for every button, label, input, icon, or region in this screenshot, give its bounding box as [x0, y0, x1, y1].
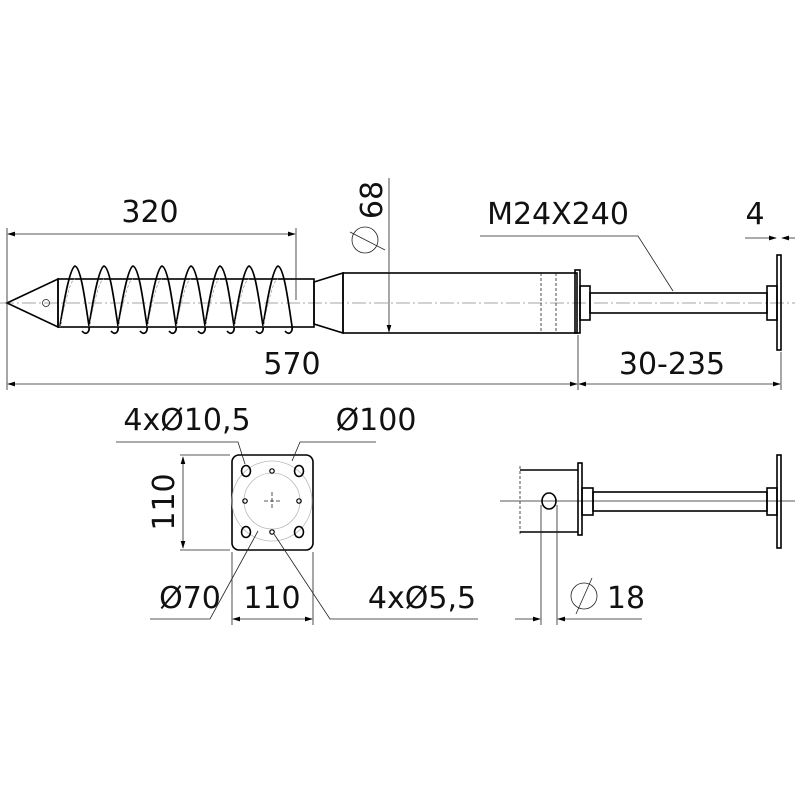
side-view: 18 — [500, 454, 795, 625]
diameter-symbol-slash — [349, 231, 386, 251]
top-plate — [776, 254, 782, 351]
dim-screw-length: 320 — [121, 195, 178, 230]
tip-hole — [42, 299, 50, 307]
small-holes — [242, 468, 302, 535]
helix-hidden-edge — [204, 278, 221, 328]
top-plate — [776, 454, 782, 549]
small-holes-label: 4xØ5,5 — [368, 581, 476, 616]
helix-turn — [88, 265, 119, 335]
plate-view: 110 110 4xØ10,5 Ø100 Ø70 4xØ5,5 — [116, 403, 478, 625]
pin-hole — [541, 492, 557, 510]
helix-hidden-edge — [117, 278, 134, 328]
dim-tube-diameter: 68 — [355, 181, 390, 219]
helix-thread — [59, 265, 293, 335]
helix-hidden-edge — [175, 278, 192, 328]
diameter-symbol-icon — [351, 226, 379, 254]
rod-spec-leader — [480, 235, 674, 292]
bolt-circle-100-label: Ø100 — [336, 403, 417, 438]
helix-hidden-edge — [233, 278, 250, 328]
bolt-circle-100-leader — [291, 441, 376, 462]
helix-turn — [175, 265, 206, 335]
helix-hidden-edge — [59, 278, 76, 328]
helix-turn — [146, 265, 177, 335]
small-holes-leader — [273, 533, 478, 620]
diameter-symbol-icon — [570, 582, 598, 610]
bolt-circle-70-leader — [150, 530, 259, 620]
helix-turn — [59, 265, 90, 335]
tube — [342, 272, 578, 334]
helix-hidden-edge — [88, 278, 105, 328]
threaded-rod — [592, 491, 768, 512]
bolt-circle-100 — [231, 460, 313, 542]
nut — [581, 487, 594, 516]
dim-adjust-range: 30-235 — [619, 347, 725, 382]
nut — [766, 487, 778, 516]
bolt-circle-70-label: Ø70 — [159, 581, 221, 616]
helix-turn — [204, 265, 235, 335]
dim-plate-width: 110 — [243, 581, 300, 616]
helix-turn — [117, 265, 148, 335]
corner-holes-label: 4xØ10,5 — [123, 403, 250, 438]
diameter-symbol-slash — [575, 577, 593, 615]
main-view: 320 570 30-235 68 M24X240 4 — [0, 178, 795, 390]
dim-plate-height: 110 — [147, 473, 182, 530]
rod-spec-label: M24X240 — [487, 197, 629, 232]
dim-pin-hole-diameter: 18 — [607, 581, 645, 616]
helix-turn — [262, 265, 293, 335]
corner-holes — [240, 464, 305, 539]
helix-hidden-edge — [262, 278, 279, 328]
dim-total-length: 570 — [263, 347, 320, 382]
helix-hidden-edge — [146, 278, 163, 328]
dim-plate-thickness: 4 — [745, 197, 764, 232]
corner-holes-leader — [116, 441, 246, 465]
helix-turn — [233, 265, 264, 335]
